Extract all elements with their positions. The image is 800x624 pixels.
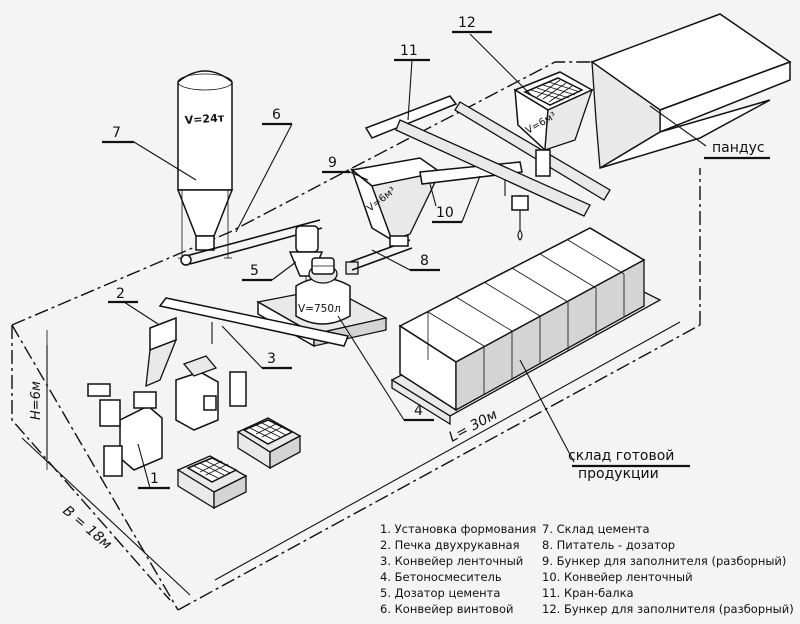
legend-item-2: 2. Печка двухрукавная	[380, 538, 520, 552]
callout-12: 12	[458, 15, 476, 31]
warehouse-label-line2: продукции	[578, 466, 659, 482]
legend-item-9: 9. Бункер для заполнителя (разборный)	[542, 554, 786, 568]
cement-silo	[176, 70, 234, 259]
legend-item-4: 4. Бетоносмеситель	[380, 570, 502, 584]
legend-item-11: 11. Кран-балка	[542, 586, 634, 600]
silo-volume-label: V=24т	[184, 111, 225, 127]
callout-9: 9	[328, 155, 337, 171]
ramp-label: пандус	[712, 140, 765, 156]
callout-8: 8	[420, 253, 429, 269]
warehouse-blocks	[390, 227, 662, 426]
belt-conveyor-3	[158, 297, 350, 347]
callout-numbers: 1 2 3 4 5 6 7 8 9 10 11 12	[112, 15, 476, 487]
callout-leaders	[102, 30, 770, 490]
legend-item-7: 7. Склад цемента	[542, 522, 650, 536]
legend-item-5: 5. Дозатор цемента	[380, 586, 500, 600]
area-labels: пандус склад готовой продукции	[568, 140, 765, 482]
pallet-stacks-small	[176, 417, 302, 510]
legend-item-12: 12. Бункер для заполнителя (разборный)	[542, 602, 794, 616]
forming-and-kiln	[87, 316, 247, 477]
callout-3: 3	[267, 351, 276, 367]
mixer-volume-label: V=750л	[298, 303, 341, 315]
callout-7: 7	[112, 125, 121, 141]
callout-5: 5	[250, 263, 259, 279]
height-dimension: H=6м	[29, 381, 44, 420]
callout-2: 2	[116, 286, 125, 302]
legend-item-10: 10. Конвейер ленточный	[542, 570, 693, 584]
aggregate-bin-12	[513, 71, 594, 177]
dimension-lines	[21, 321, 681, 596]
legend-item-3: 3. Конвейер ленточный	[380, 554, 523, 568]
callout-11: 11	[400, 43, 418, 59]
callout-6: 6	[272, 107, 281, 123]
warehouse-label-line1: склад готовой	[568, 448, 674, 464]
callout-10: 10	[436, 205, 454, 221]
crane-beam	[364, 95, 611, 241]
legend: 1. Установка формования 2. Печка двухрук…	[380, 522, 794, 616]
ramp-building	[590, 13, 792, 170]
callout-4: 4	[414, 403, 423, 419]
callout-1: 1	[150, 471, 159, 487]
legend-item-8: 8. Питатель - дозатор	[542, 538, 675, 552]
legend-item-1: 1. Установка формования	[380, 522, 536, 536]
legend-item-6: 6. Конвейер винтовой	[380, 602, 514, 616]
